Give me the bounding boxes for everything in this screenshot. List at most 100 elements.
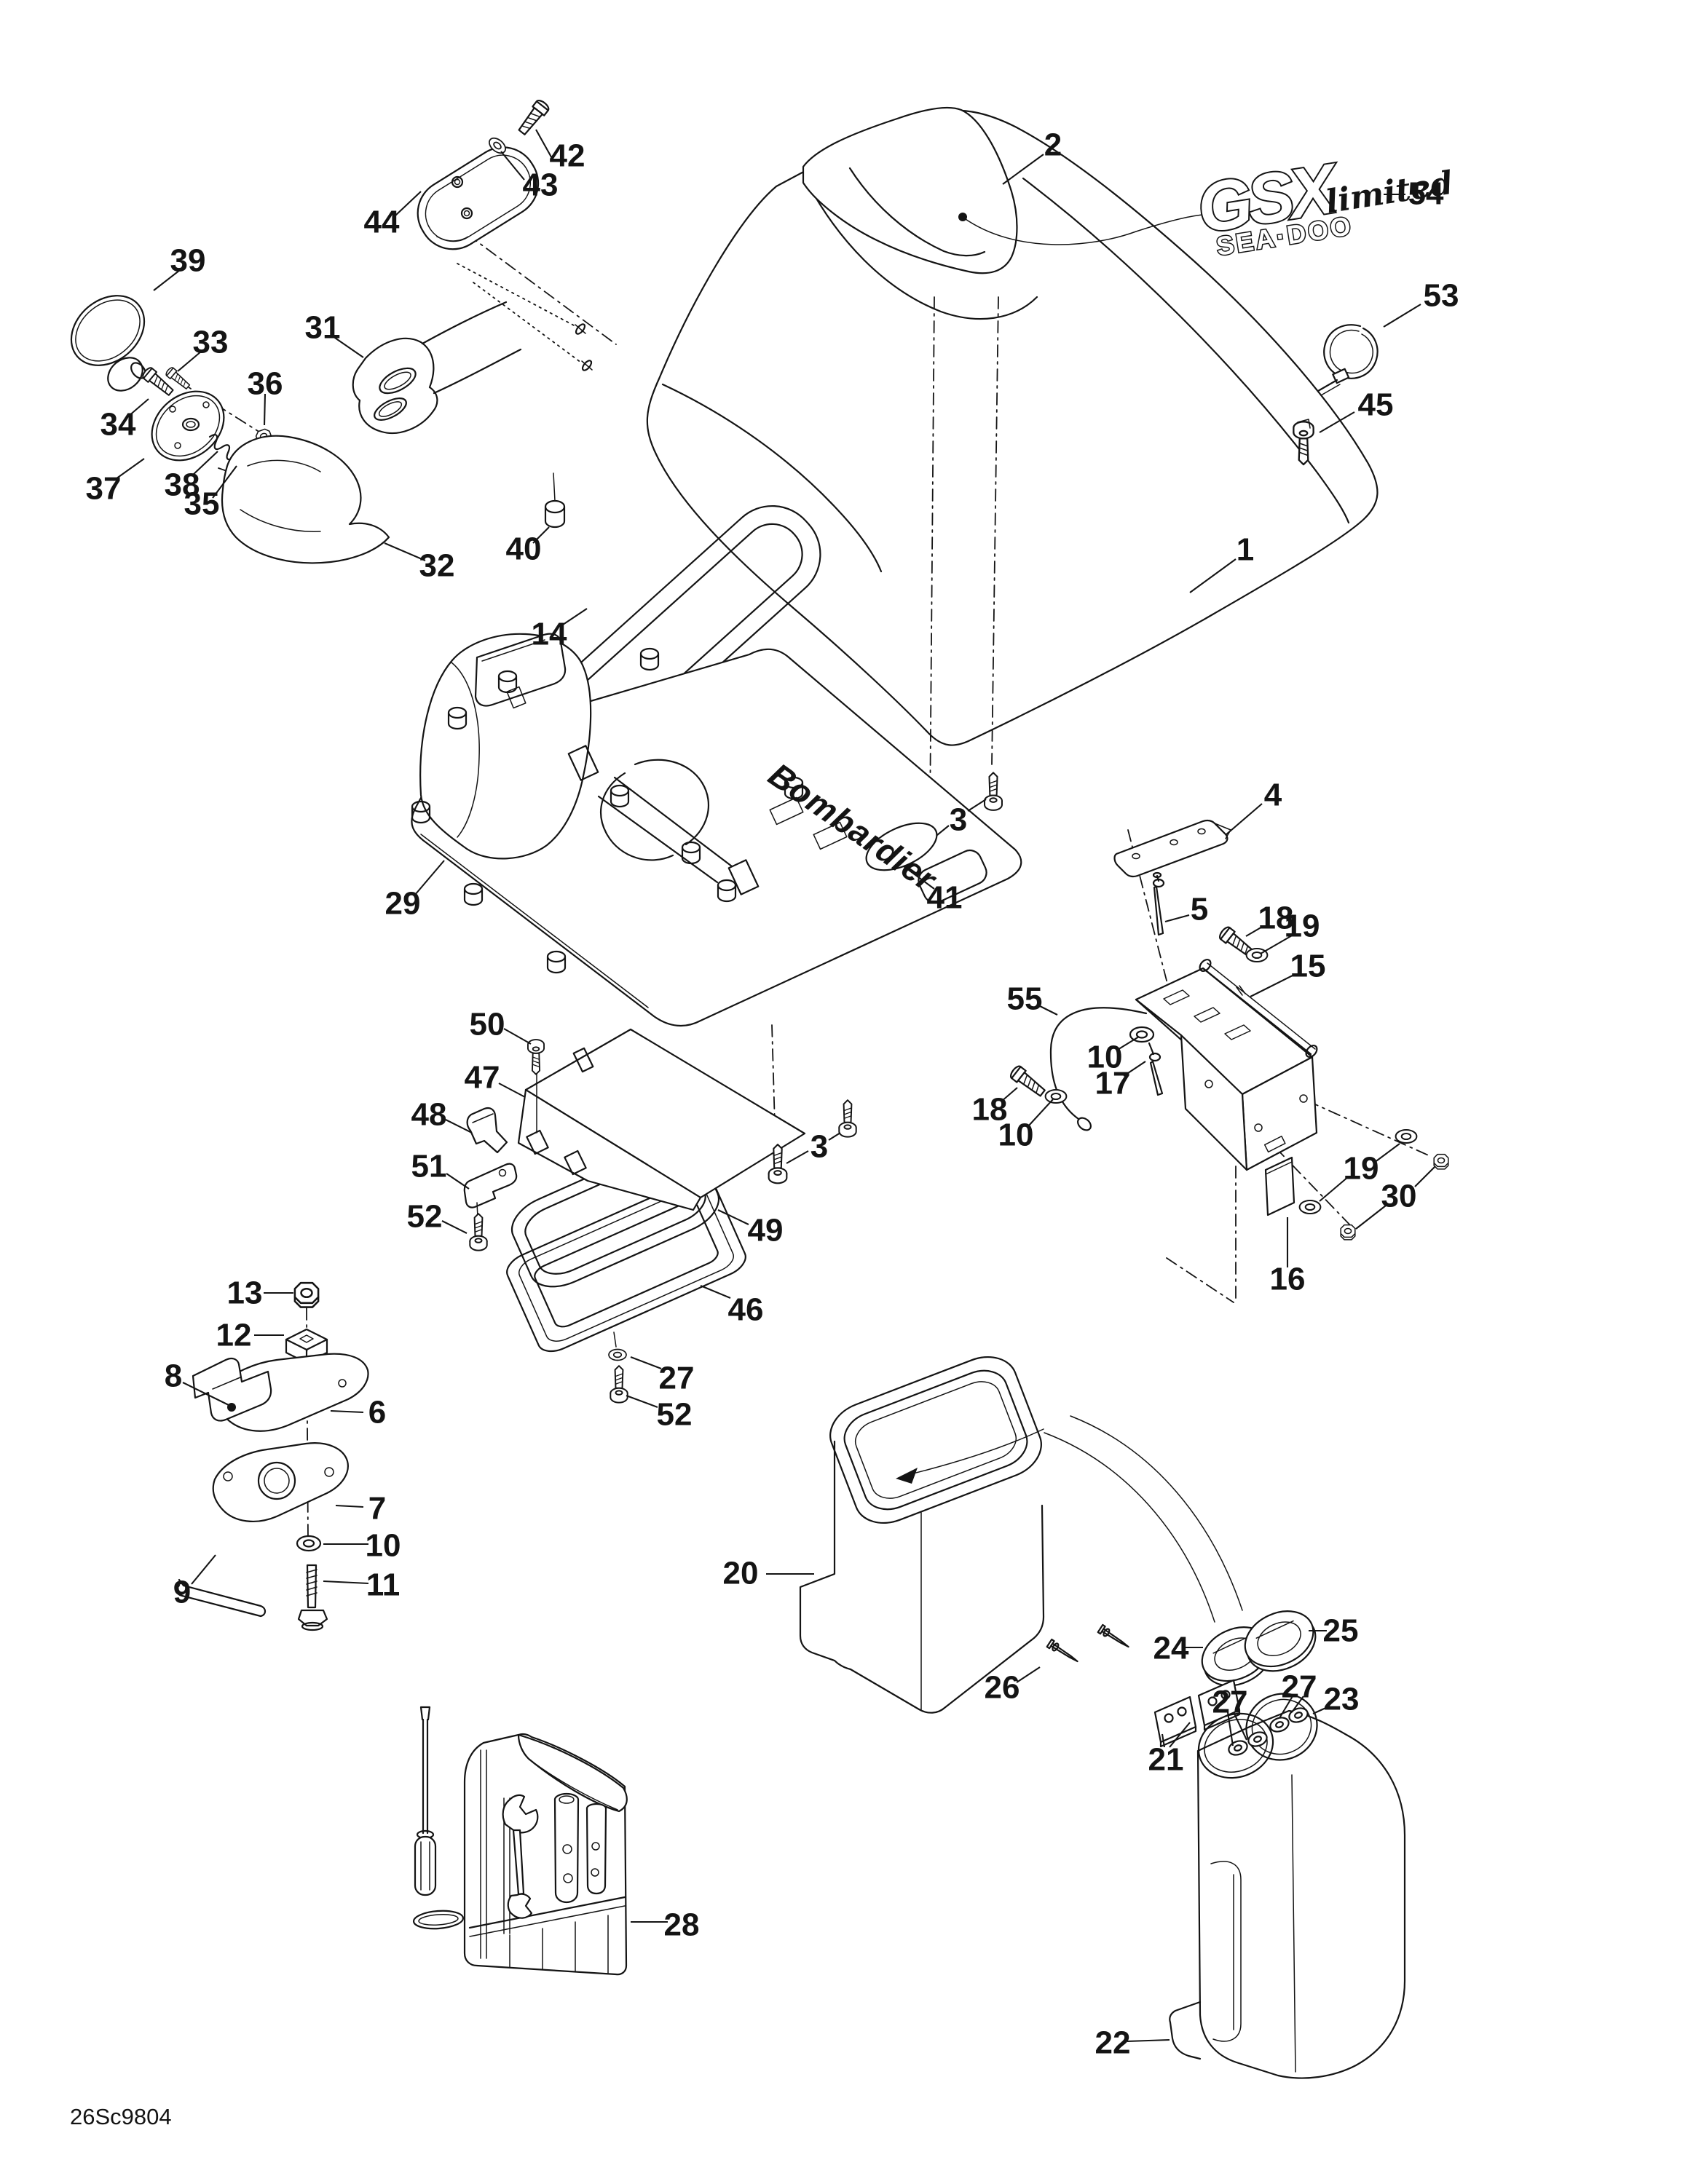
handle-cover-bolt [515, 98, 551, 138]
leader-line-19 [1373, 1143, 1400, 1163]
leader-line-52 [626, 1395, 658, 1408]
latch-washer [296, 1535, 322, 1552]
leader-line-3 [828, 1132, 841, 1141]
mirror-assembly [70, 295, 593, 564]
storage-bin [799, 1347, 1243, 1714]
part-callout-52: 52 [407, 1199, 443, 1235]
part-callout-13: 13 [227, 1275, 263, 1311]
leader-line-36 [263, 393, 267, 426]
leader-line-45 [1319, 411, 1355, 433]
rubber-bumper [544, 472, 566, 529]
leader-line-32 [384, 542, 426, 561]
part-callout-25: 25 [1323, 1613, 1359, 1649]
leader-line-27 [1291, 1696, 1304, 1713]
part-callout-3: 3 [950, 802, 967, 838]
latch-bolt [297, 1564, 328, 1631]
nut-washer-2 [1298, 1200, 1322, 1214]
glovebox-door [524, 1028, 806, 1199]
part-callout-20: 20 [723, 1556, 759, 1591]
leader-line-34 [127, 398, 149, 417]
leader-line-2 [1002, 154, 1044, 185]
mirror-cover [221, 435, 390, 564]
door-latch [466, 1107, 508, 1154]
o-ring [412, 1910, 465, 1930]
leader-line-47 [498, 1083, 526, 1098]
tool-kit [412, 1706, 628, 1976]
seat-and-engine-cover [555, 106, 1379, 755]
leader-line-49 [717, 1209, 749, 1225]
flange-nut [1433, 1153, 1449, 1170]
leader-line-38 [191, 451, 218, 477]
mirror-housing [352, 301, 522, 435]
part-callout-23: 23 [1324, 1682, 1360, 1717]
leader-line-41 [903, 866, 935, 890]
frame-washer [608, 1348, 627, 1361]
part-callout-36: 36 [248, 366, 283, 402]
handle-cover-assembly [417, 98, 551, 250]
mirror-boot [107, 357, 146, 392]
part-callout-27: 27 [1282, 1669, 1317, 1705]
frame-screw [610, 1365, 628, 1404]
part-callout-4: 4 [1264, 778, 1282, 813]
part-callout-44: 44 [364, 205, 400, 240]
leader-line-11 [323, 1580, 369, 1585]
part-callout-52: 52 [657, 1397, 693, 1433]
leader-line-3 [967, 799, 987, 812]
bracket-bolt-washer-2 [1044, 1089, 1068, 1104]
leader-line-30 [1414, 1166, 1436, 1187]
console-screw-b [838, 1099, 857, 1138]
mirror-glass [70, 295, 146, 366]
part-callout-17: 17 [1095, 1066, 1131, 1101]
part-callout-3: 3 [811, 1129, 828, 1165]
part-callout-7: 7 [368, 1491, 386, 1527]
part-callout-35: 35 [184, 486, 220, 522]
leader-line-22 [1127, 2038, 1170, 2043]
cable-tie [1317, 324, 1379, 396]
holder-lid-right [1244, 1610, 1317, 1672]
bracket-pin [1148, 1042, 1164, 1096]
part-callout-27: 27 [659, 1361, 695, 1396]
part-callout-2: 2 [1044, 127, 1062, 163]
anchor-pin [1152, 871, 1165, 936]
leader-line-5 [1164, 914, 1190, 923]
bin-insert-arrow-curve [901, 1428, 1044, 1477]
wire-ring-terminal [1077, 1117, 1092, 1131]
part-callout-6: 6 [368, 1395, 386, 1431]
nut-washer [1395, 1129, 1418, 1144]
bracket-bolt-2 [1008, 1064, 1048, 1100]
latch-hook [192, 1357, 272, 1422]
part-callout-30: 30 [1381, 1179, 1417, 1214]
part-callout-55: 55 [1007, 981, 1043, 1017]
bracket-spacer-block [1264, 1156, 1295, 1216]
leader-line-8 [182, 1382, 229, 1406]
seat-latch-cluster [175, 1281, 369, 1631]
leader-line-46 [700, 1285, 731, 1299]
part-callout-21: 21 [1148, 1742, 1184, 1778]
leader-line-21 [1169, 1722, 1191, 1748]
part-callout-46: 46 [728, 1292, 764, 1328]
bracket-bolt-washer [1245, 948, 1269, 962]
part-callout-15: 15 [1290, 949, 1326, 984]
leader-line-21 [1161, 1733, 1166, 1748]
glovebox-assembly [463, 1028, 857, 1404]
part-callout-19: 19 [1285, 909, 1320, 944]
seat-pan-line [804, 178, 1038, 320]
part-callout-29: 29 [385, 886, 421, 922]
part-callout-19: 19 [1344, 1151, 1379, 1187]
latch-nut [293, 1281, 320, 1308]
body-mount-studs [575, 323, 593, 371]
part-callout-54: 54 [1408, 176, 1444, 212]
part-callout-14: 14 [532, 617, 567, 652]
part-callout-43: 43 [523, 167, 559, 203]
tapping-screw-45 [1293, 419, 1314, 466]
door-screw [527, 1039, 545, 1075]
leader-line-42 [535, 129, 554, 162]
part-callout-38: 38 [165, 467, 200, 503]
leader-line-35 [212, 465, 237, 499]
leader-line-10 [1116, 1036, 1140, 1051]
part-callout-45: 45 [1358, 387, 1394, 423]
stow-curve-2 [1070, 1415, 1243, 1611]
